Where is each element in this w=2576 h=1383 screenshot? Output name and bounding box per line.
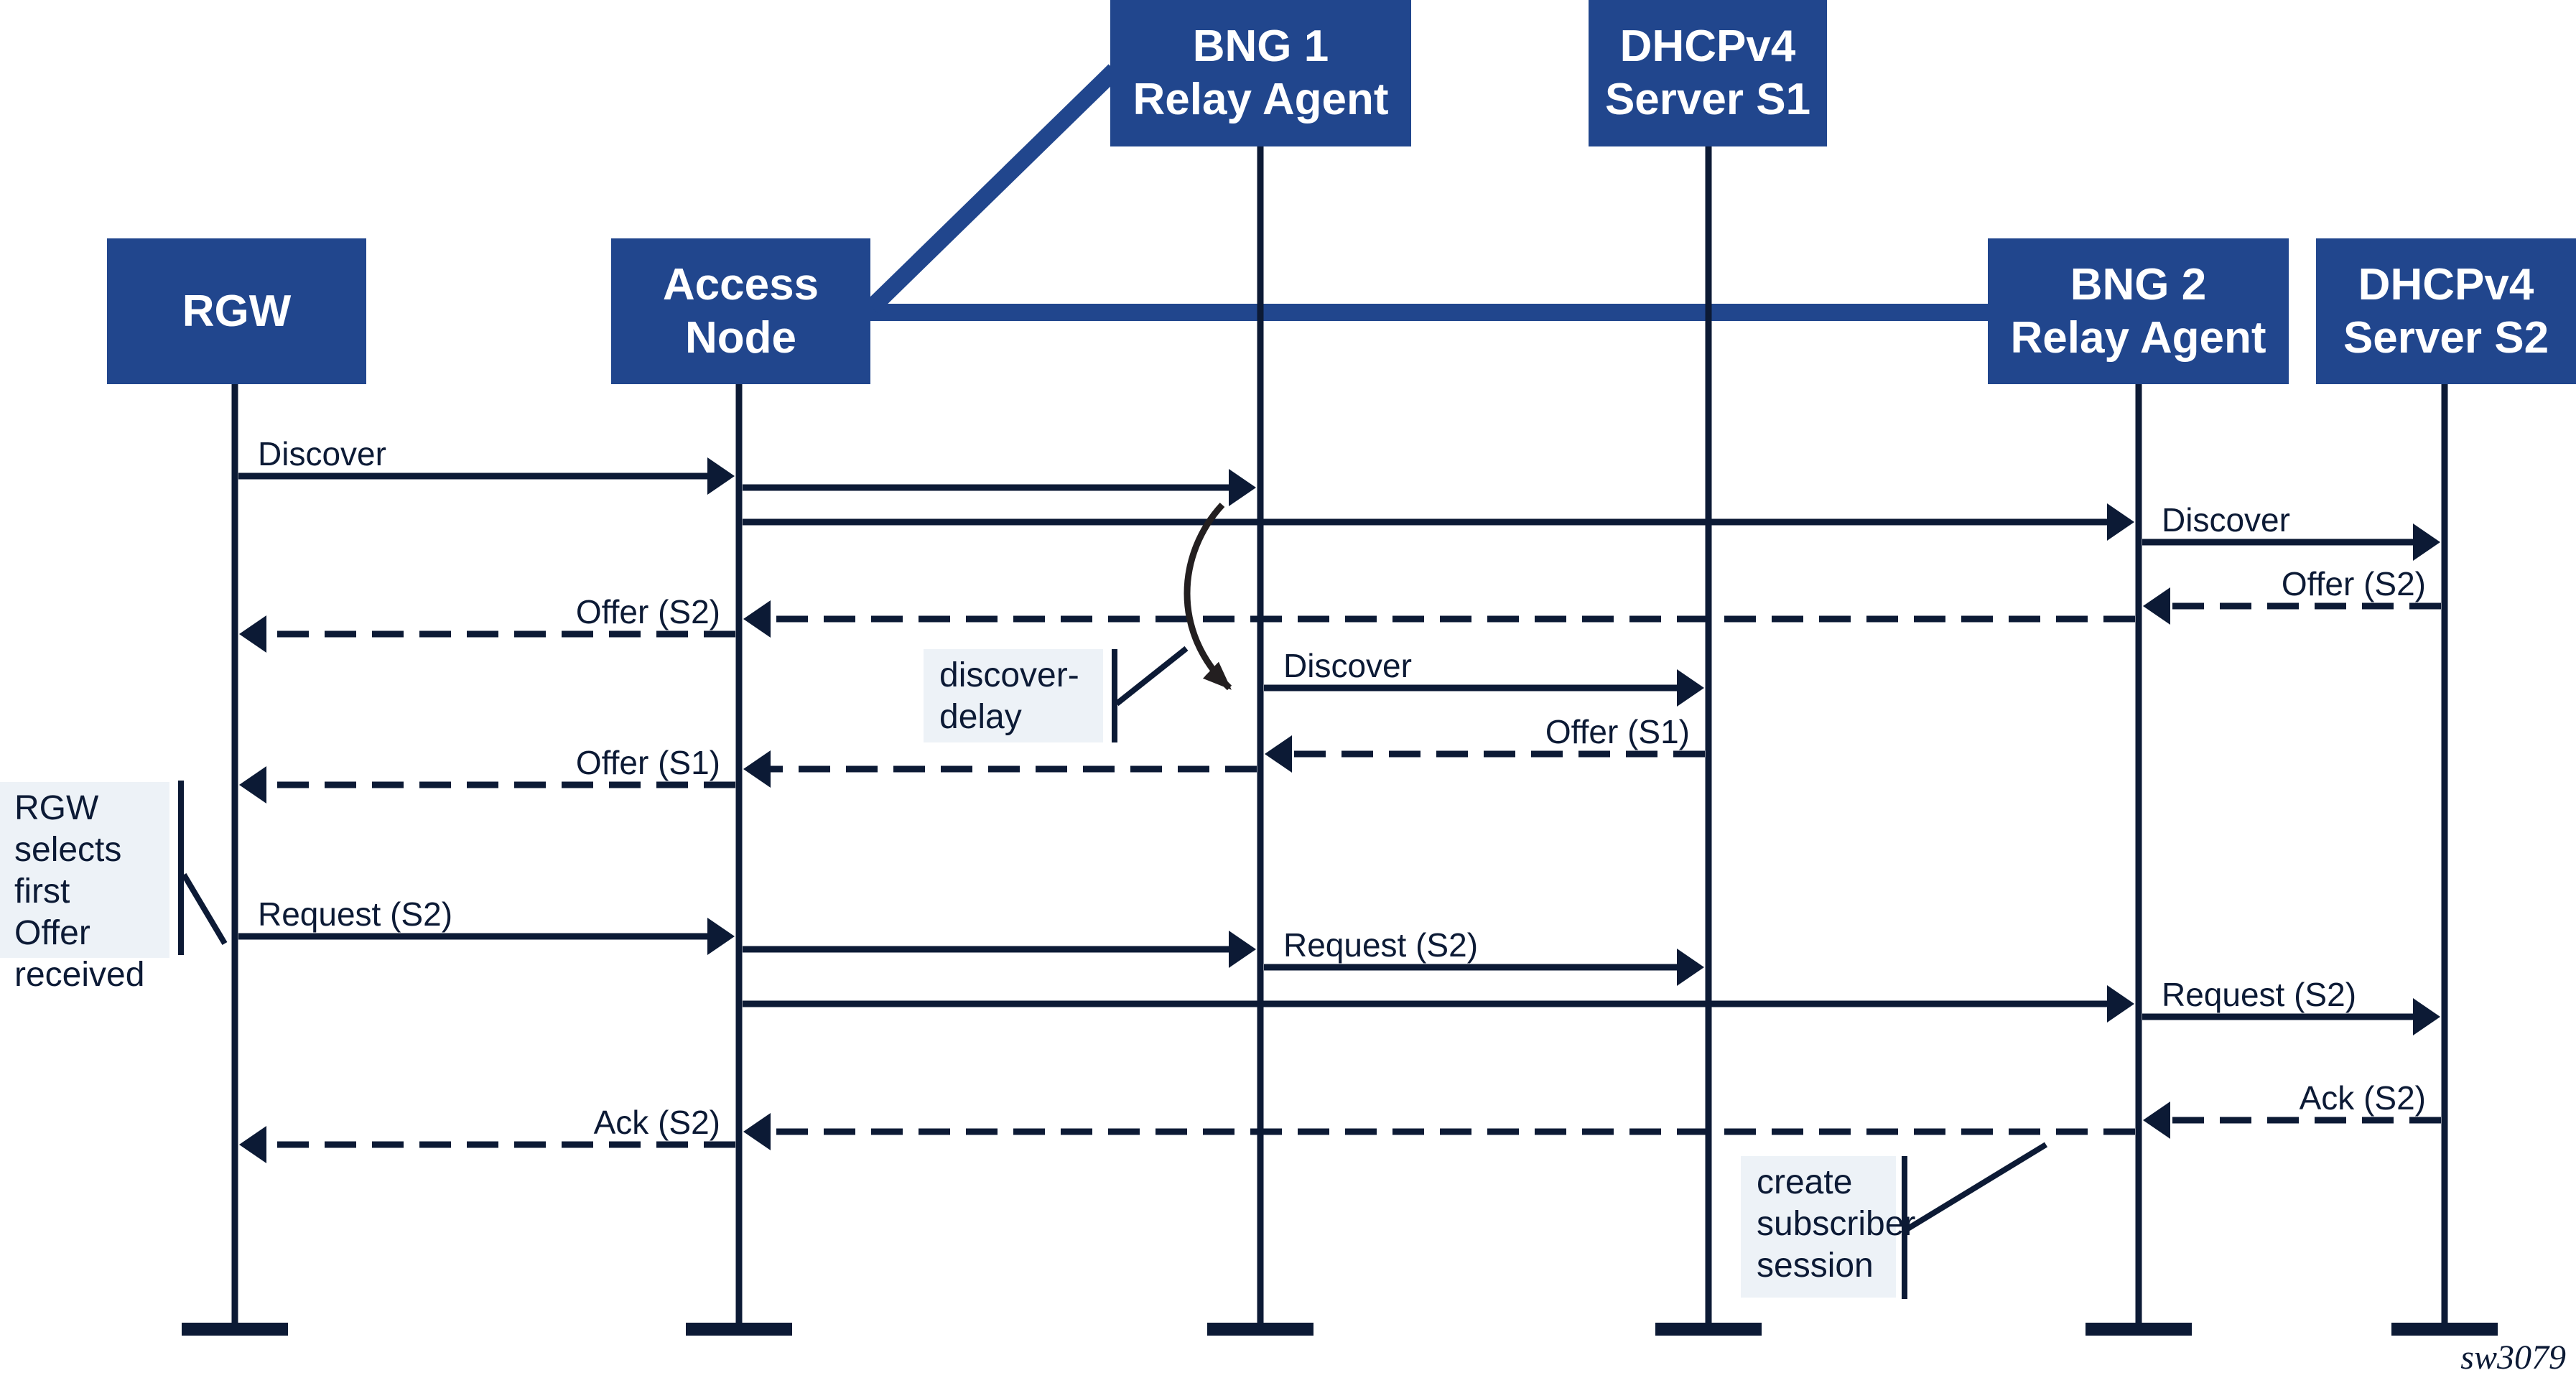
message-arrow — [2143, 587, 2441, 625]
note-line: session — [1757, 1247, 1874, 1285]
arrowhead-icon — [707, 918, 735, 955]
arrowhead-icon — [1229, 931, 1256, 968]
note-line: selects — [14, 831, 122, 869]
entity-access-node: Access Node — [611, 238, 870, 384]
lifeline-end-bar-access-node — [686, 1323, 792, 1336]
arrowhead-icon — [2107, 503, 2134, 541]
entity-label: Node — [685, 312, 796, 363]
entity-label: Access — [662, 259, 819, 309]
message-arrow — [2143, 1102, 2441, 1139]
note-line: first Offer — [14, 872, 90, 952]
entity-label: RGW — [182, 286, 292, 336]
entity-bng2: BNG 2 Relay Agent — [1988, 238, 2289, 384]
message-arrow — [238, 457, 735, 495]
arrowhead-icon — [743, 750, 771, 788]
entity-label: Relay Agent — [1133, 75, 1389, 124]
message-label: Offer (S1) — [575, 744, 720, 781]
entity-label: DHCPv4 — [1619, 22, 1796, 71]
message-label: Offer (S1) — [1545, 713, 1690, 750]
message-label: Discover — [2162, 501, 2290, 539]
arrowhead-icon — [1265, 735, 1292, 773]
entity-label: BNG 2 — [2070, 259, 2207, 309]
message-arrow — [743, 985, 2134, 1023]
entity-dhcp-server-s2: DHCPv4 Server S2 — [2316, 238, 2576, 384]
arrowhead-icon — [2107, 985, 2134, 1023]
entity-label: BNG 1 — [1192, 22, 1329, 71]
message-arrow — [743, 931, 1256, 968]
message-arrow — [1264, 949, 1704, 986]
message-arrow — [1264, 669, 1704, 707]
arrowhead-icon — [743, 600, 771, 638]
arrowhead-icon — [743, 1113, 771, 1150]
message-label: Offer (S2) — [2281, 565, 2426, 602]
message-arrow — [2142, 523, 2440, 561]
entity-rgw: RGW — [107, 238, 366, 384]
discover-delay-curve-arrow — [1184, 502, 1232, 691]
note-line: create — [1757, 1163, 1853, 1201]
message-label: Request (S2) — [2162, 976, 2357, 1013]
message-arrow — [1265, 735, 1705, 773]
message-arrow — [239, 766, 735, 804]
message-label: Discover — [258, 435, 386, 472]
arrowhead-icon — [1229, 469, 1256, 506]
entity-label: Server S2 — [2343, 312, 2549, 363]
note-line: subscriber — [1757, 1205, 1916, 1243]
message-label: Ack (S2) — [593, 1104, 720, 1141]
lifeline-end-bar-bng2 — [2086, 1323, 2192, 1336]
note-line: RGW — [14, 789, 99, 827]
rgw-note-leader — [181, 872, 228, 946]
message-arrow — [238, 918, 735, 955]
arrowhead-icon — [239, 766, 266, 804]
note-create-subscriber-session: create subscriber session — [1741, 1156, 1916, 1298]
arrowhead-icon — [707, 457, 735, 495]
message-arrow — [743, 600, 2135, 638]
message-label: Request (S2) — [1283, 926, 1479, 964]
note-rgw-selects-first-offer: RGW selects first Offer received — [0, 782, 169, 994]
note-line: discover- — [939, 656, 1079, 694]
message-label: Request (S2) — [258, 895, 453, 933]
arrowhead-icon — [2413, 998, 2440, 1035]
message-arrow — [743, 750, 1257, 788]
lifeline-end-bar-rgw — [182, 1323, 288, 1336]
lifeline-end-bar-bng1 — [1207, 1323, 1313, 1336]
figure-id: sw3079 — [2460, 1338, 2566, 1377]
message-label: Discover — [1283, 647, 1412, 684]
message-arrow — [743, 503, 2134, 541]
arrowhead-icon — [239, 1126, 266, 1163]
arrowhead-icon — [2413, 523, 2440, 561]
arrowhead-icon — [2143, 587, 2170, 625]
arrowhead-icon — [1677, 949, 1704, 986]
note-line: received — [14, 956, 145, 994]
entity-label: Server S1 — [1604, 75, 1811, 124]
lifeline-end-bar-dhcp-s1 — [1655, 1323, 1762, 1336]
message-label: Offer (S2) — [575, 593, 720, 630]
message-arrow — [743, 1113, 2135, 1150]
entity-label: DHCPv4 — [2358, 259, 2534, 309]
create-session-leader — [1905, 1142, 2048, 1232]
note-line: delay — [939, 698, 1022, 736]
entity-dhcp-server-s1: DHCPv4 Server S1 — [1589, 0, 1827, 146]
note-discover-delay: discover- delay — [924, 649, 1103, 742]
arrowhead-icon — [239, 615, 266, 653]
message-arrow — [239, 615, 735, 653]
arrowhead-icon — [1677, 669, 1704, 707]
access-to-bng1-link — [865, 64, 1121, 314]
arrowhead-icon — [2143, 1102, 2170, 1139]
message-arrow — [2142, 998, 2440, 1035]
entity-bng1: BNG 1 Relay Agent — [1110, 0, 1411, 146]
lifeline-end-bar-dhcp-s2 — [2391, 1323, 2498, 1336]
message-label: Ack (S2) — [2299, 1079, 2426, 1117]
message-arrow — [743, 469, 1256, 506]
message-arrow — [239, 1126, 735, 1163]
entity-label: Relay Agent — [2010, 312, 2266, 363]
discover-delay-leader — [1115, 646, 1189, 707]
